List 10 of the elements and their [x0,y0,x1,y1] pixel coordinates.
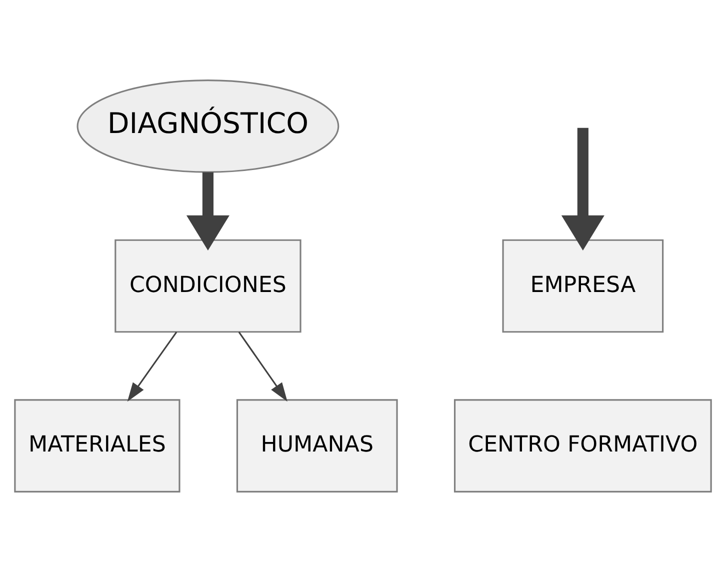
node-box: HUMANAS [236,399,398,492]
node-box: EMPRESA [502,239,664,333]
arrow [186,172,230,250]
node-ellipse: DIAGNÓSTICO [76,80,340,173]
node-box: CONDICIONES [114,239,302,333]
node-box: MATERIALES [14,399,180,492]
arrow [127,332,178,402]
arrow [238,332,288,402]
arrow [561,128,604,250]
node-box: CENTRO FORMATIVO [454,399,712,492]
